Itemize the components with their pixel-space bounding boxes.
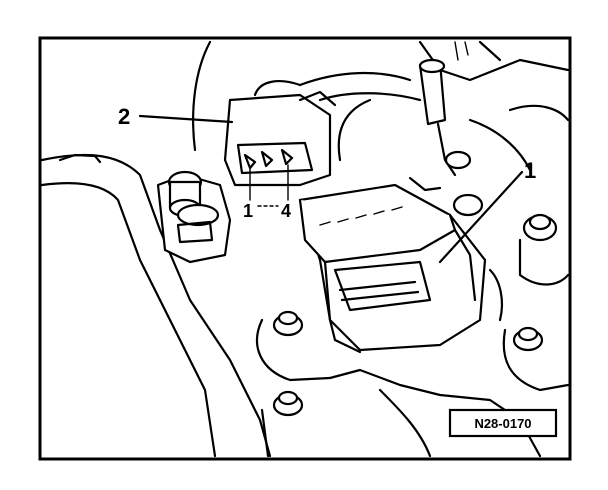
bolt-bottom (260, 390, 304, 458)
block-edge-left (40, 153, 272, 458)
bolt-center (255, 310, 332, 382)
top-right-detail (478, 40, 502, 62)
right-contour (468, 118, 532, 172)
block-edge-left-inner (40, 182, 217, 458)
lower-contour-inner (378, 388, 432, 458)
leader-component (438, 170, 524, 264)
leader-connector (138, 114, 234, 124)
callout-pin-b: 4 (281, 201, 291, 221)
callout-pin-a: 1 (243, 201, 253, 221)
wire-loop (337, 98, 372, 162)
engine-illustration (40, 40, 570, 458)
right-pipe (508, 104, 570, 122)
sensor-probe (408, 58, 484, 217)
hose-left (192, 40, 212, 152)
bolt-left (156, 170, 232, 264)
top-right-hatch (454, 41, 469, 61)
wire-mid (318, 92, 422, 102)
reference-code-box: N28-0170 (448, 408, 558, 438)
reference-code: N28-0170 (474, 416, 531, 431)
wire-top (298, 71, 412, 87)
module-side (488, 268, 504, 322)
control-module (298, 183, 487, 354)
callout-connector: 2 (118, 104, 130, 129)
connector-housing (223, 80, 337, 187)
callout-leaders (138, 114, 524, 264)
bolt-right-bottom (502, 326, 570, 392)
callout-component: 1 (524, 158, 536, 183)
bolt-right-top (518, 213, 570, 286)
block-lip (58, 153, 102, 164)
